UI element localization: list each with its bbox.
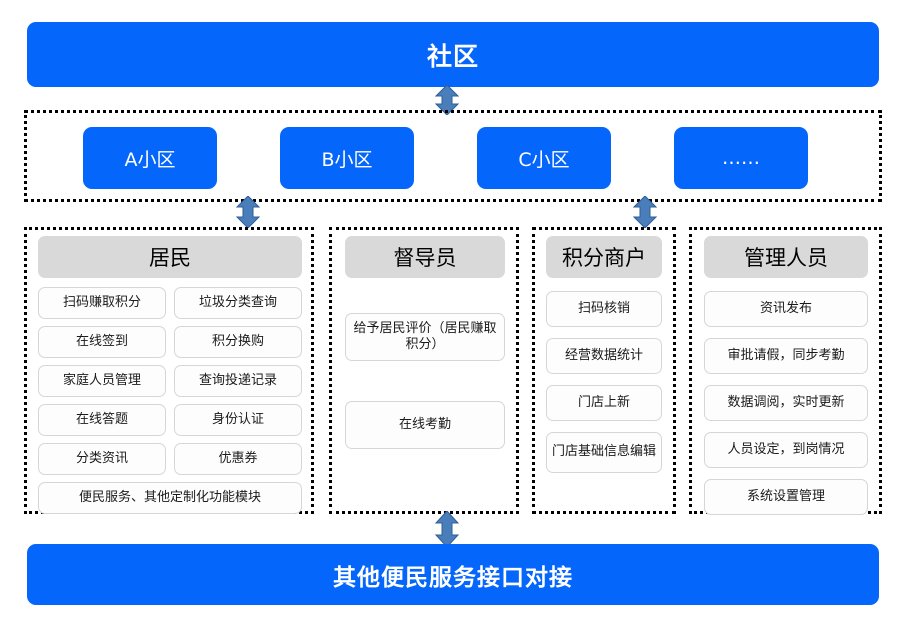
role-column-merchant: 积分商户 扫码核销 经营数据统计 门店上新 门店基础信息编辑: [546, 236, 662, 506]
role-item[interactable]: 便民服务、其他定制化功能模块: [38, 482, 302, 514]
role-item[interactable]: 分类资讯: [38, 443, 166, 475]
role-item[interactable]: 积分换购: [174, 326, 302, 358]
community-label: C小区: [518, 148, 570, 171]
role-item[interactable]: 门店上新: [546, 385, 662, 421]
double-arrow-icon: [235, 196, 261, 228]
bottom-banner-label: 其他便民服务接口对接: [333, 564, 573, 591]
role-title: 管理人员: [744, 246, 828, 270]
role-item[interactable]: 家庭人员管理: [38, 365, 166, 397]
double-arrow-icon-top: [434, 85, 460, 115]
top-banner-label: 社区: [426, 41, 479, 71]
role-title: 居民: [149, 246, 191, 270]
role-item[interactable]: 身份认证: [174, 404, 302, 436]
role-item[interactable]: 扫码赚取积分: [38, 287, 166, 319]
role-item[interactable]: 在线签到: [38, 326, 166, 358]
role-item-list-merchant: 扫码核销 经营数据统计 门店上新 门店基础信息编辑: [546, 287, 662, 473]
community-label: ……: [722, 147, 760, 169]
role-column-residents: 居民 扫码赚取积分 垃圾分类查询 在线签到 积分换购 家庭人员管理 查询投递记录…: [38, 236, 302, 514]
role-zone-supervisor: [329, 227, 519, 514]
role-item[interactable]: 给予居民评价（居民赚取积分）: [345, 313, 505, 361]
double-arrow-icon-left: [235, 196, 261, 228]
community-tile-a[interactable]: A小区: [83, 127, 217, 189]
role-zone-merchant: [532, 227, 676, 514]
role-item[interactable]: 审批请假，同步考勤: [704, 338, 868, 374]
community-label: B小区: [321, 148, 373, 171]
role-item[interactable]: 在线考勤: [345, 401, 505, 449]
role-header-management: 管理人员: [704, 236, 868, 278]
role-item[interactable]: 垃圾分类查询: [174, 287, 302, 319]
role-item[interactable]: 经营数据统计: [546, 338, 662, 374]
communities-zone: [24, 110, 882, 202]
double-arrow-icon-bottom: [434, 511, 460, 547]
community-label: A小区: [124, 148, 176, 171]
role-item[interactable]: 系统设置管理: [704, 479, 868, 515]
role-item[interactable]: 门店基础信息编辑: [546, 432, 662, 473]
role-header-merchant: 积分商户: [546, 236, 662, 278]
role-item-list-management: 资讯发布 审批请假，同步考勤 数据调阅，实时更新 人员设定，到岗情况 系统设置管…: [704, 287, 868, 515]
community-tile-b[interactable]: B小区: [280, 127, 414, 189]
community-tile-more[interactable]: ……: [674, 127, 808, 189]
role-title: 积分商户: [562, 246, 646, 270]
role-item-list-supervisor: 给予居民评价（居民赚取积分） 在线考勤: [345, 287, 505, 449]
role-item[interactable]: 在线答题: [38, 404, 166, 436]
role-item[interactable]: 人员设定，到岗情况: [704, 432, 868, 468]
double-arrow-icon: [632, 196, 658, 228]
role-item[interactable]: 优惠券: [174, 443, 302, 475]
role-header-supervisor: 督导员: [345, 236, 505, 278]
role-column-supervisor: 督导员 给予居民评价（居民赚取积分） 在线考勤: [345, 236, 505, 506]
double-arrow-icon-right: [632, 196, 658, 228]
role-item[interactable]: 资讯发布: [704, 291, 868, 327]
community-tile-c[interactable]: C小区: [477, 127, 611, 189]
role-item[interactable]: 查询投递记录: [174, 365, 302, 397]
double-arrow-icon: [434, 85, 460, 115]
role-item[interactable]: 数据调阅，实时更新: [704, 385, 868, 421]
role-item[interactable]: 扫码核销: [546, 291, 662, 327]
role-header-residents: 居民: [38, 236, 302, 278]
role-column-management: 管理人员 资讯发布 审批请假，同步考勤 数据调阅，实时更新 人员设定，到岗情况 …: [704, 236, 868, 515]
bottom-banner-services: 其他便民服务接口对接: [27, 544, 879, 605]
top-banner-community: 社区: [27, 22, 879, 87]
role-item-list-residents: 扫码赚取积分 垃圾分类查询 在线签到 积分换购 家庭人员管理 查询投递记录 在线…: [38, 287, 302, 514]
role-title: 督导员: [393, 246, 457, 270]
double-arrow-icon: [434, 511, 460, 547]
